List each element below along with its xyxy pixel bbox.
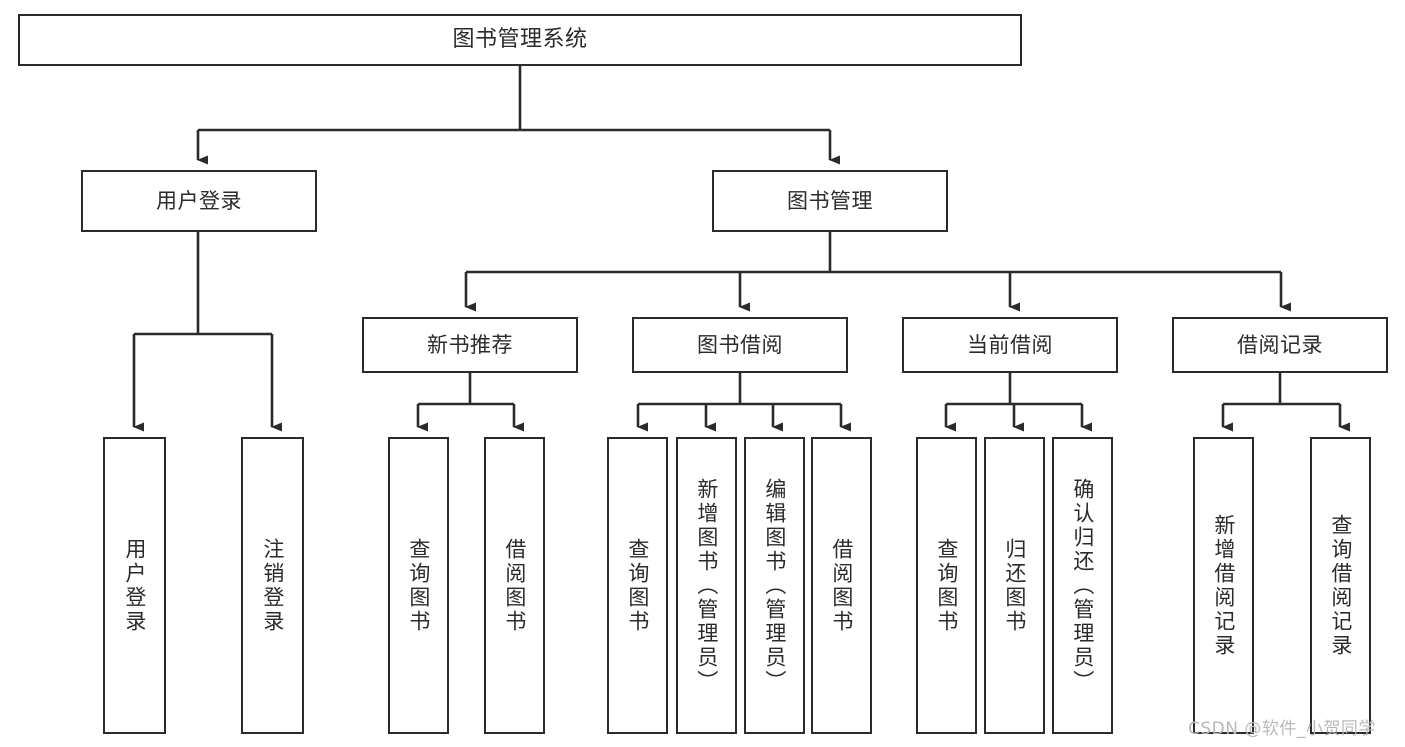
node-current-borrow[interactable]: 当前借阅 [902, 317, 1118, 373]
node-leaf-user-login[interactable]: 用户登录 [103, 437, 166, 734]
node-label: 注销登录 [260, 537, 285, 634]
node-label: 编辑图书（管理员） [762, 477, 787, 694]
node-label: 新增借阅记录 [1211, 513, 1236, 658]
watermark-text: CSDN @软件_小贺同学 [1188, 719, 1376, 739]
node-leaf-borrow-book[interactable]: 借阅图书 [811, 437, 872, 734]
node-leaf-query-book-new[interactable]: 查询图书 [388, 437, 449, 734]
node-leaf-return-book[interactable]: 归还图书 [984, 437, 1045, 734]
node-label: 用户登录 [122, 537, 147, 634]
node-label: 确认归还（管理员） [1070, 477, 1095, 694]
node-label: 查询图书 [625, 537, 650, 634]
node-leaf-confirm-return-admin[interactable]: 确认归还（管理员） [1052, 437, 1113, 734]
node-label: 新增图书（管理员） [694, 477, 719, 694]
node-leaf-add-borrow-record[interactable]: 新增借阅记录 [1193, 437, 1254, 734]
node-leaf-add-book-admin[interactable]: 新增图书（管理员） [676, 437, 737, 734]
node-root-book-management-system[interactable]: 图书管理系统 [18, 14, 1022, 66]
node-label: 归还图书 [1002, 537, 1027, 634]
node-label: 图书管理系统 [452, 27, 588, 53]
node-label: 图书借阅 [697, 332, 783, 357]
node-label: 查询图书 [934, 537, 959, 634]
node-label: 查询借阅记录 [1328, 513, 1353, 658]
node-book-management[interactable]: 图书管理 [712, 170, 948, 232]
node-leaf-query-book-borrow[interactable]: 查询图书 [607, 437, 668, 734]
node-label: 借阅记录 [1237, 332, 1323, 357]
node-label: 借阅图书 [829, 537, 854, 634]
node-leaf-edit-book-admin[interactable]: 编辑图书（管理员） [744, 437, 805, 734]
node-leaf-borrow-book-new[interactable]: 借阅图书 [484, 437, 545, 734]
node-label: 新书推荐 [427, 332, 513, 357]
node-book-borrow[interactable]: 图书借阅 [632, 317, 848, 373]
node-leaf-query-borrow-record[interactable]: 查询借阅记录 [1310, 437, 1371, 734]
node-label: 当前借阅 [967, 332, 1053, 357]
node-borrow-record[interactable]: 借阅记录 [1172, 317, 1388, 373]
node-leaf-logout[interactable]: 注销登录 [241, 437, 304, 734]
node-label: 查询图书 [406, 537, 431, 634]
node-label: 借阅图书 [502, 537, 527, 634]
node-new-book-recommend[interactable]: 新书推荐 [362, 317, 578, 373]
node-leaf-query-book-current[interactable]: 查询图书 [916, 437, 977, 734]
node-user-login[interactable]: 用户登录 [81, 170, 317, 232]
node-label: 图书管理 [787, 188, 873, 213]
node-label: 用户登录 [156, 188, 242, 213]
